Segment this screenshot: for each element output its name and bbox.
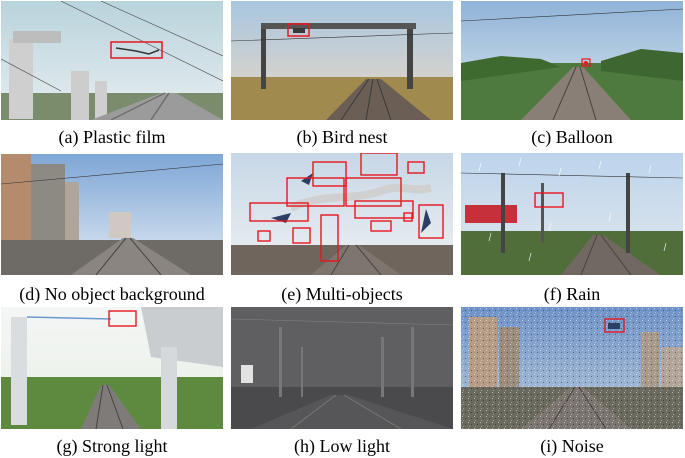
panel-g-image xyxy=(1,307,223,429)
detection-box xyxy=(345,177,402,207)
detection-box xyxy=(287,23,310,37)
detection-box xyxy=(581,58,591,67)
detection-box xyxy=(407,161,425,174)
detection-box xyxy=(403,212,413,222)
caption-h: (h) Low light xyxy=(294,436,390,456)
detection-box xyxy=(286,177,345,207)
detection-box xyxy=(320,214,339,262)
detection-box xyxy=(360,153,398,176)
panel-f-image xyxy=(461,153,683,275)
detection-box xyxy=(110,41,163,59)
panel-b-image xyxy=(231,1,453,120)
detection-box xyxy=(604,318,625,333)
caption-d: (d) No object background xyxy=(19,284,205,304)
detection-box xyxy=(370,220,392,232)
detection-box xyxy=(354,200,414,219)
caption-g: (g) Strong light xyxy=(56,436,168,456)
caption-i: (i) Noise xyxy=(540,436,604,456)
caption-c: (c) Balloon xyxy=(531,127,613,147)
panel-c-image xyxy=(461,1,683,120)
caption-e: (e) Multi-objects xyxy=(281,284,403,304)
panel-i-image xyxy=(461,307,683,429)
detection-box xyxy=(108,310,137,327)
panel-d-image xyxy=(1,154,223,275)
detection-box xyxy=(257,230,271,242)
detection-box xyxy=(249,202,309,222)
detection-box xyxy=(534,192,564,208)
panel-a-image xyxy=(1,1,223,120)
caption-f: (f) Rain xyxy=(543,284,601,304)
detection-box xyxy=(312,161,347,187)
caption-a: (a) Plastic film xyxy=(58,127,166,147)
detection-box xyxy=(292,227,311,244)
detection-box xyxy=(418,204,444,239)
panel-h-image xyxy=(231,307,453,429)
caption-b: (b) Bird nest xyxy=(296,127,388,147)
panel-e-image xyxy=(231,153,453,275)
